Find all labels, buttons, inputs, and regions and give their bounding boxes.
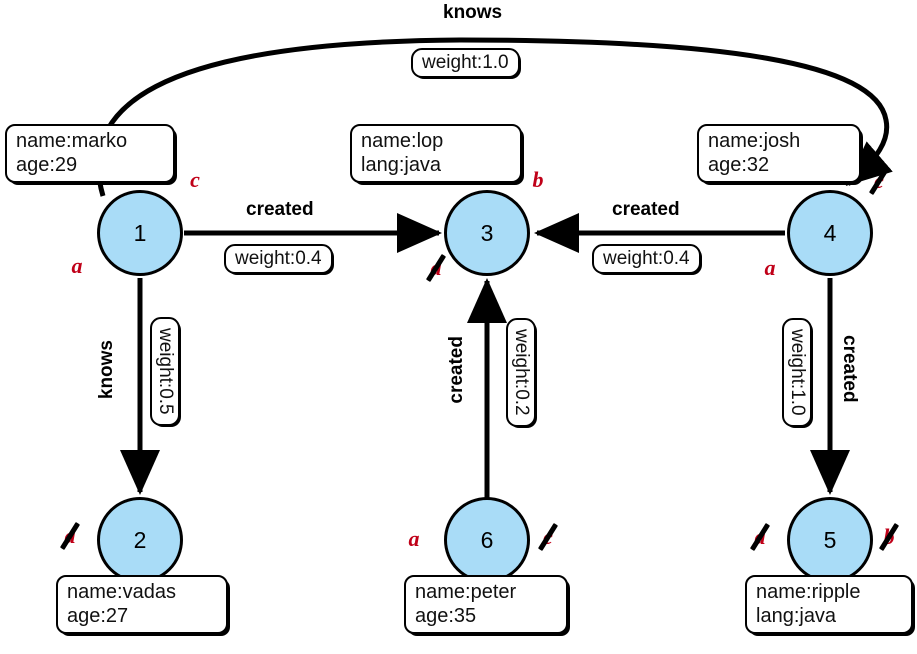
- node-5[interactable]: 5: [787, 497, 873, 583]
- edge-weight-created-4-5: weight:1.0: [782, 318, 812, 427]
- props-node-2: name:vadas age:27: [56, 575, 228, 635]
- props-node-2-line-2: age:27: [67, 604, 129, 627]
- props-node-5-line-1: name:ripple: [756, 581, 861, 603]
- marker-node-6-c: c: [535, 522, 561, 552]
- marker-glyph: c: [190, 167, 200, 192]
- props-node-5: name:ripple lang:java: [745, 575, 913, 635]
- props-node-1-line-2: age:29: [16, 153, 78, 176]
- node-2[interactable]: 2: [97, 497, 183, 583]
- node-1[interactable]: 1: [97, 190, 183, 276]
- marker-node-4-c: c: [866, 166, 892, 196]
- props-node-6-line-1: name:peter: [415, 581, 517, 603]
- edge-label-created-4-3: created: [612, 199, 680, 220]
- marker-glyph: b: [532, 167, 544, 192]
- props-node-1-line-1: name:marko: [16, 130, 128, 152]
- node-5-label: 5: [823, 526, 837, 553]
- props-node-3: name:lop lang:java: [350, 124, 522, 184]
- marker-glyph: a: [408, 526, 420, 551]
- edge-weight-created-4-3: weight:0.4: [592, 244, 701, 274]
- marker-node-6-a: a: [401, 526, 427, 552]
- node-6[interactable]: 6: [444, 497, 530, 583]
- edge-label-created-6-3: created: [446, 336, 467, 404]
- edge-label-knows-1-4: knows: [443, 2, 503, 23]
- node-3-label: 3: [480, 219, 494, 246]
- marker-node-3-b: b: [525, 167, 551, 193]
- marker-node-1-c: c: [182, 167, 208, 193]
- marker-node-1-a: a: [64, 253, 90, 279]
- props-node-4-line-1: name:josh: [708, 130, 801, 152]
- edge-weight-knows-1-4: weight:1.0: [411, 48, 520, 78]
- node-1-label: 1: [133, 219, 147, 246]
- edge-label-knows-1-2: knows: [96, 340, 117, 400]
- edge-weight-created-6-3: weight:0.2: [506, 318, 536, 427]
- props-node-3-line-2: lang:java: [361, 153, 442, 176]
- node-2-label: 2: [133, 526, 147, 553]
- node-3[interactable]: 3: [444, 190, 530, 276]
- edge-label-created-4-5: created: [839, 335, 860, 403]
- props-node-6-line-2: age:35: [415, 604, 477, 627]
- edge-weight-created-1-3: weight:0.4: [224, 244, 333, 274]
- marker-node-5-a: a: [747, 522, 773, 552]
- marker-node-5-b: b: [876, 522, 902, 552]
- marker-node-3-a: a: [423, 253, 449, 283]
- edge-label-created-1-3: created: [246, 199, 314, 220]
- props-node-5-line-2: lang:java: [756, 604, 837, 627]
- props-node-4: name:josh age:32: [697, 124, 861, 184]
- props-node-3-line-1: name:lop: [361, 130, 444, 152]
- edge-weight-knows-1-2: weight:0.5: [150, 317, 180, 426]
- props-node-2-line-1: name:vadas: [67, 581, 176, 603]
- marker-node-4-a: a: [757, 255, 783, 281]
- node-6-label: 6: [480, 526, 494, 553]
- props-node-4-line-2: age:32: [708, 153, 770, 176]
- marker-node-2-a: a: [57, 521, 83, 551]
- node-4[interactable]: 4: [787, 190, 873, 276]
- props-node-1: name:marko age:29: [5, 124, 175, 184]
- marker-glyph: a: [71, 253, 83, 278]
- edge-knows-1-4: [95, 37, 893, 197]
- node-4-label: 4: [823, 219, 837, 246]
- marker-glyph: a: [764, 255, 776, 280]
- props-node-6: name:peter age:35: [404, 575, 568, 635]
